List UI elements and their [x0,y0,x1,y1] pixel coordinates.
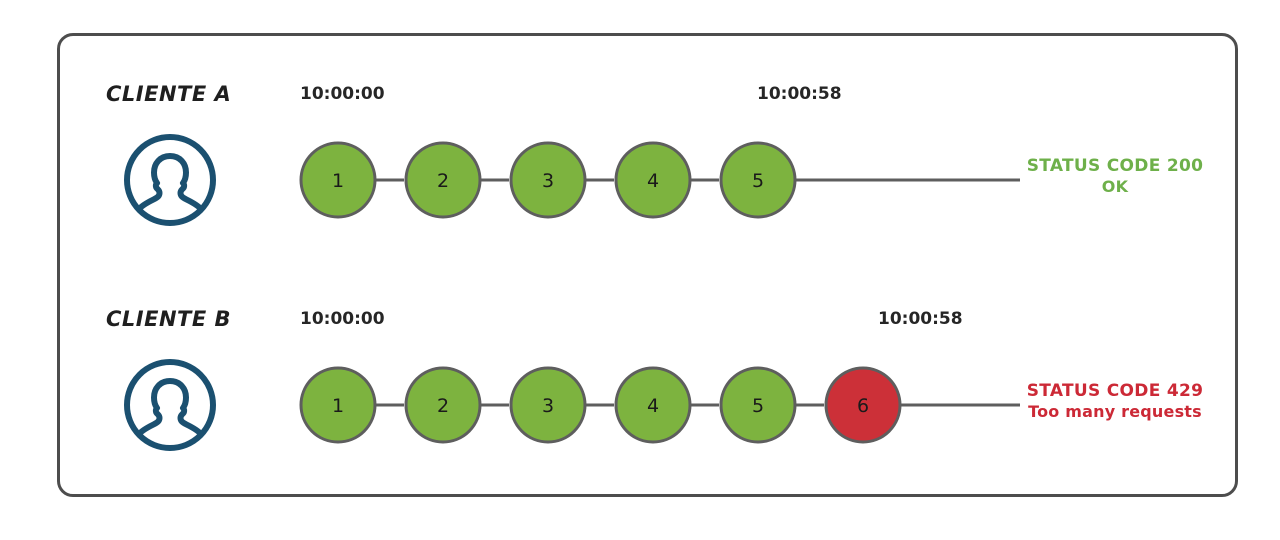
request-node-label: 1 [332,395,344,417]
client-row-cliente-b: CLIENTE B 10:00:00 10:00:58 1 [0,295,1280,465]
person-avatar-icon [122,132,218,228]
request-node-a-1[interactable]: 1 [299,141,377,219]
request-node-label: 6 [857,395,869,417]
status-badge-a: STATUS CODE 200 OK [1000,156,1230,197]
request-node-label: 5 [752,170,764,192]
request-node-label: 5 [752,395,764,417]
status-code-b: STATUS CODE 429 [1026,381,1204,401]
request-node-label: 2 [437,395,449,417]
request-node-label: 3 [542,170,554,192]
request-node-b-3[interactable]: 3 [509,366,587,444]
status-code-a: STATUS CODE 200 [1026,156,1204,176]
request-node-label: 3 [542,395,554,417]
client-label-a: CLIENTE A [106,82,232,106]
request-node-b-1[interactable]: 1 [299,366,377,444]
timestamp-start-b: 10:00:00 [300,309,385,329]
status-message-b: Too many requests [1028,402,1202,422]
request-node-b-5[interactable]: 5 [719,366,797,444]
timestamp-end-a: 10:00:58 [757,84,842,104]
request-node-b-2[interactable]: 2 [404,366,482,444]
request-node-label: 1 [332,170,344,192]
timestamp-start-a: 10:00:00 [300,84,385,104]
request-node-a-4[interactable]: 4 [614,141,692,219]
request-chain-a: 1 2 3 4 5 [299,141,1020,219]
status-badge-b: STATUS CODE 429 Too many requests [1000,381,1230,422]
request-chain-b: 1 2 3 4 5 6 [299,366,1020,444]
request-node-a-3[interactable]: 3 [509,141,587,219]
request-node-a-2[interactable]: 2 [404,141,482,219]
request-node-label: 4 [647,395,659,417]
status-message-a: OK [1101,177,1129,197]
timestamp-end-b: 10:00:58 [878,309,963,329]
request-node-label: 4 [647,170,659,192]
request-node-a-5[interactable]: 5 [719,141,797,219]
request-node-label: 2 [437,170,449,192]
person-avatar-icon [122,357,218,453]
client-row-cliente-a: CLIENTE A 10:00:00 10:00:58 1 [0,70,1280,240]
request-node-b-6[interactable]: 6 [824,366,902,444]
client-label-b: CLIENTE B [106,307,232,331]
request-node-b-4[interactable]: 4 [614,366,692,444]
